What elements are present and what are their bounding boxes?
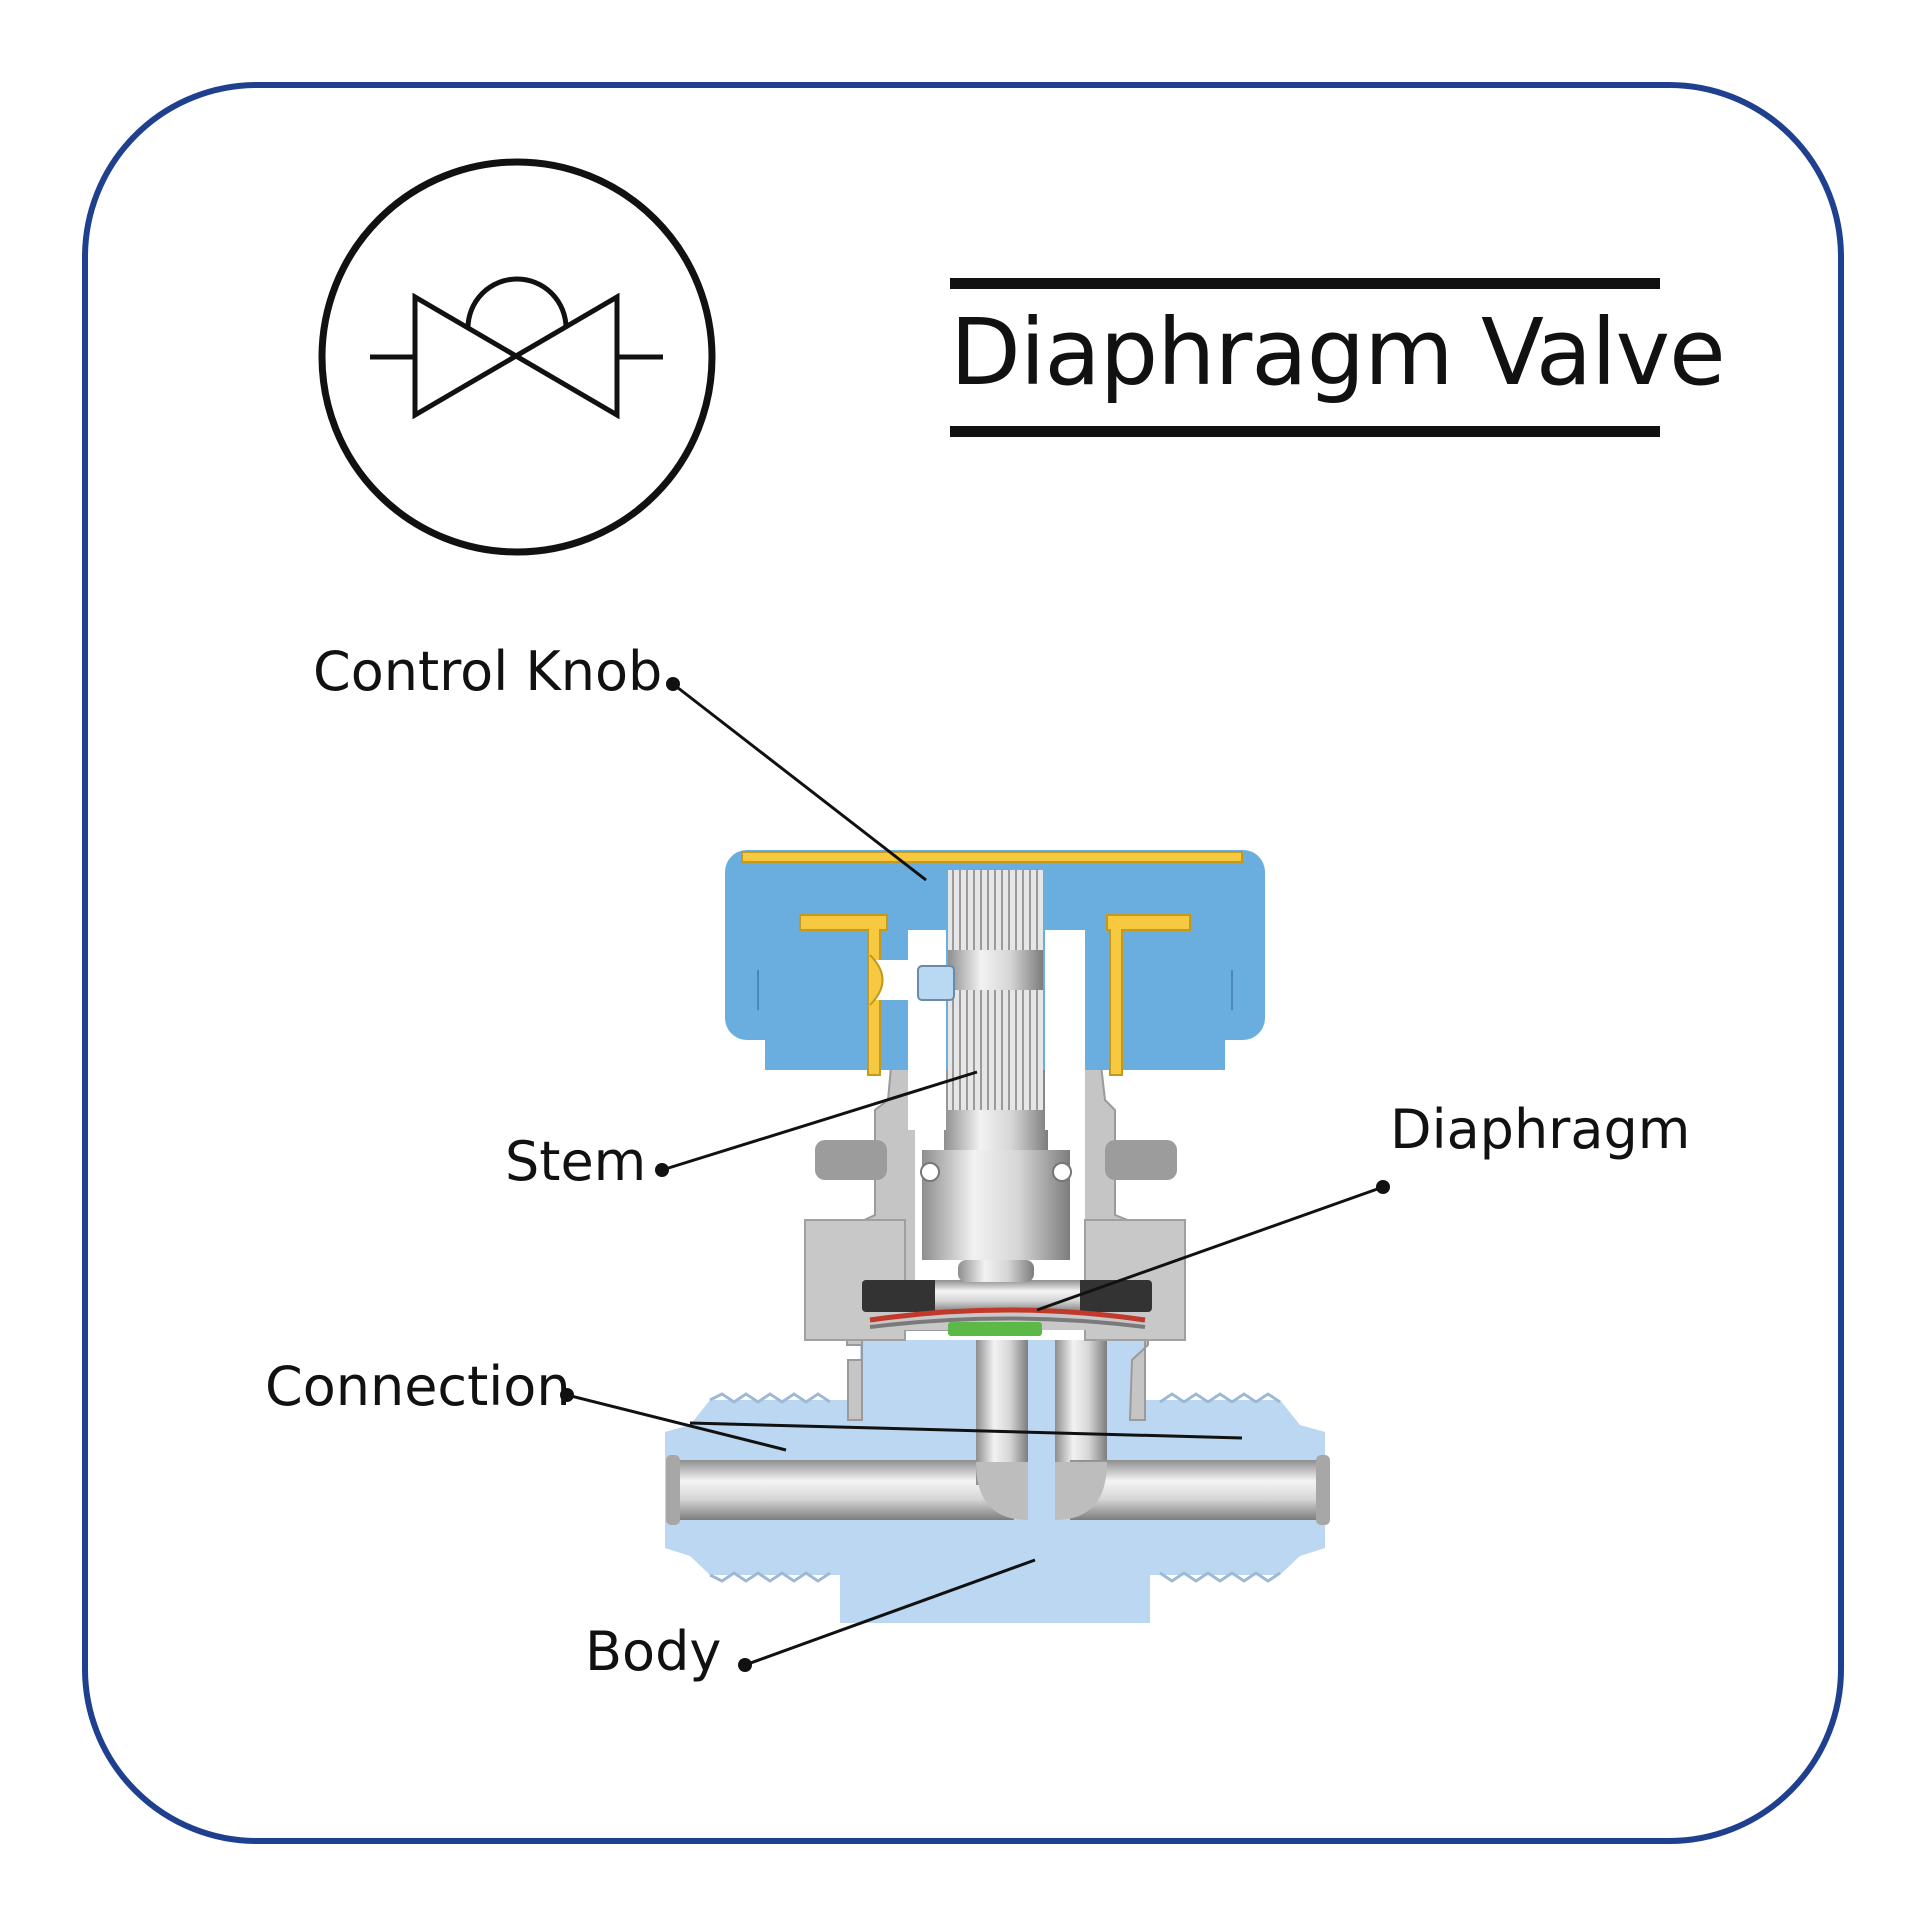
label-body: Body — [585, 1620, 722, 1683]
diaphragm-leader — [1036, 1180, 1390, 1312]
label-connection: Connection — [265, 1355, 571, 1418]
label-diaphragm: Diaphragm — [1390, 1098, 1691, 1161]
body-leader — [738, 1558, 1036, 1672]
title-bottom-rule — [950, 426, 1660, 437]
flow-passages — [666, 1340, 1330, 1525]
label-control-knob: Control Knob — [313, 640, 663, 703]
connection-leader — [560, 1388, 1243, 1452]
label-stem: Stem — [505, 1130, 647, 1193]
control-knob-leader — [666, 677, 927, 882]
page-title: Diaphragm Valve — [950, 299, 1726, 406]
stem-leader — [655, 1070, 978, 1177]
control-knob — [725, 850, 1265, 1130]
valve-cross-section — [665, 850, 1330, 1623]
title-block: Diaphragm Valve — [950, 278, 1726, 438]
title-top-rule — [950, 278, 1660, 289]
leader-lines — [560, 677, 1390, 1672]
diaphragm-valve-symbol-icon — [318, 158, 716, 556]
diaphragm-assembly — [862, 1280, 1152, 1336]
